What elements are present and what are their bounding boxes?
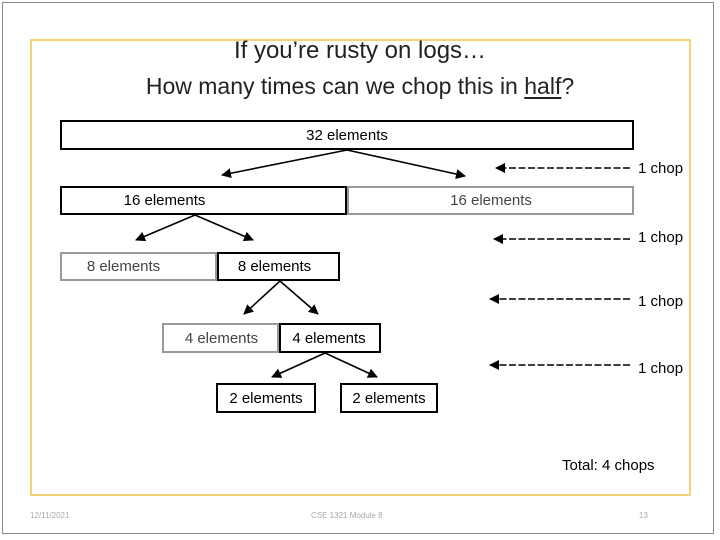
box-8-right-label: 8 elements	[237, 258, 312, 275]
box-16-elements-right: 16 elements	[347, 186, 634, 215]
box-8-elements-left: 8 elements	[60, 252, 217, 281]
box-32-label: 32 elements	[306, 126, 388, 144]
split-arrow-4-right	[324, 352, 378, 378]
box-8-left-label: 8 elements	[86, 258, 161, 275]
box-4-right-label: 4 elements	[292, 329, 366, 347]
footer-page-number: 13	[639, 511, 648, 520]
chop-label-2: 1 chop	[638, 229, 684, 246]
footer-course: CSE 1321 Module 8	[311, 511, 383, 520]
split-arrow-4-left	[271, 352, 326, 378]
box-16-right-label: 16 elements	[450, 192, 532, 209]
split-arrow-32-right	[346, 149, 466, 179]
box-2-elements-right: 2 elements	[340, 383, 438, 413]
box-16-left-label: 16 elements	[123, 192, 206, 209]
box-2-right-label: 2 elements	[352, 389, 426, 407]
slide-title: If you’re rusty on logs…	[233, 37, 487, 64]
subtitle-text-start: How many times can we chop this in	[145, 73, 525, 99]
split-arrow-16-left	[135, 214, 196, 242]
split-arrow-16-right	[194, 214, 254, 242]
slide-border	[2, 2, 714, 534]
total-chops-label: Total: 4 chops	[562, 457, 655, 474]
split-arrow-8-right	[279, 280, 319, 315]
box-16-elements-left: 16 elements	[60, 186, 347, 215]
box-4-elements-right: 4 elements	[279, 323, 381, 353]
slide-subtitle: How many times can we chop this in half?	[0, 73, 720, 100]
box-32-elements: 32 elements	[60, 120, 634, 150]
split-arrow-8-left	[243, 280, 281, 315]
box-8-elements-right: 8 elements	[217, 252, 340, 281]
chop-label-4: 1 chop	[638, 360, 684, 377]
slide-frame	[30, 39, 691, 496]
subtitle-text-end: ?	[561, 73, 575, 99]
chop-label-1: 1 chop	[638, 160, 684, 177]
footer-date: 12/11/2021	[30, 511, 70, 520]
box-4-left-label: 4 elements	[184, 329, 259, 347]
box-2-left-label: 2 elements	[229, 389, 303, 407]
split-arrow-32-left	[221, 149, 348, 179]
box-2-elements-left: 2 elements	[216, 383, 316, 413]
chop-label-3: 1 chop	[638, 293, 684, 310]
box-4-elements-left: 4 elements	[162, 323, 279, 353]
subtitle-emphasis: half	[524, 73, 562, 99]
